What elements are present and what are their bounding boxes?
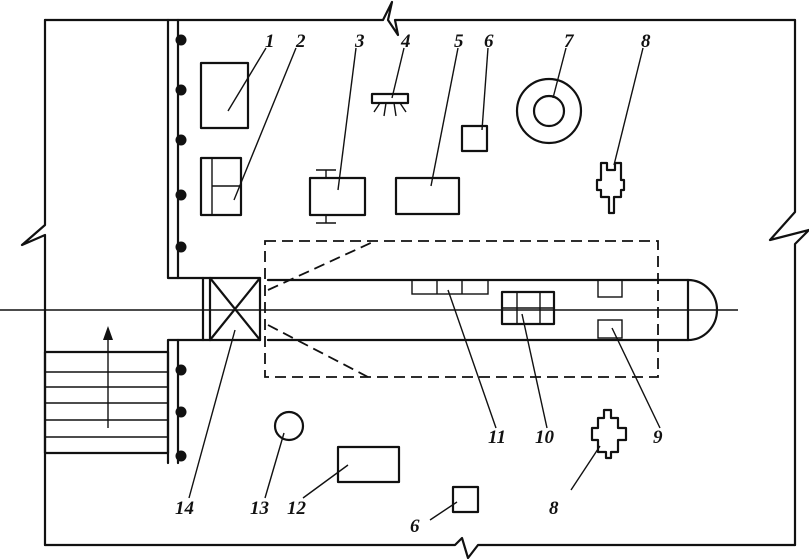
item-5 [394, 176, 461, 216]
item-7 [515, 77, 583, 145]
label-11: 11 [488, 427, 506, 448]
label-5: 5 [454, 31, 464, 52]
column-dot [175, 364, 187, 376]
label-12: 12 [287, 498, 307, 519]
label-8-bottom: 8 [549, 498, 559, 519]
column-dot [175, 84, 187, 96]
label-2: 2 [295, 31, 306, 52]
label-6-bottom: 6 [410, 516, 420, 537]
label-10: 10 [535, 427, 555, 448]
item-6-top [460, 124, 489, 153]
upper-room-wall [166, 18, 212, 280]
label-4: 4 [400, 31, 411, 52]
column-dot [175, 241, 187, 253]
column-dot [175, 34, 187, 46]
label-13: 13 [250, 498, 269, 519]
outer-walls [20, 0, 809, 559]
labels: 1 2 3 4 5 6 7 8 9 10 11 14 13 12 8 6 [175, 31, 663, 537]
item-8-top [595, 161, 626, 215]
wall-columns [175, 34, 187, 462]
stair-arrow-head [103, 326, 113, 340]
vehicle-outline [266, 278, 719, 342]
item-11 [411, 279, 489, 295]
column-dot [175, 406, 187, 418]
staircase [43, 326, 170, 455]
doorway [201, 276, 262, 342]
label-9: 9 [653, 427, 663, 448]
label-6-top: 6 [484, 31, 494, 52]
dashed-pit [264, 240, 659, 378]
item-6-bottom [451, 485, 480, 514]
leader-lines [188, 47, 661, 521]
item-3 [308, 169, 367, 224]
item-9 [597, 279, 623, 339]
item-10 [500, 290, 556, 326]
column-dot [175, 189, 187, 201]
label-8-top: 8 [641, 31, 651, 52]
label-14: 14 [175, 498, 194, 519]
label-1: 1 [265, 31, 275, 52]
item-8-bottom [590, 408, 628, 460]
label-7: 7 [564, 31, 575, 52]
item-1 [199, 61, 250, 130]
label-3: 3 [354, 31, 365, 52]
item-2 [199, 156, 243, 217]
item-12 [336, 445, 401, 484]
item-4-lamp [370, 92, 410, 117]
item-13 [273, 410, 305, 442]
column-dot [175, 134, 187, 146]
column-dot [175, 450, 187, 462]
